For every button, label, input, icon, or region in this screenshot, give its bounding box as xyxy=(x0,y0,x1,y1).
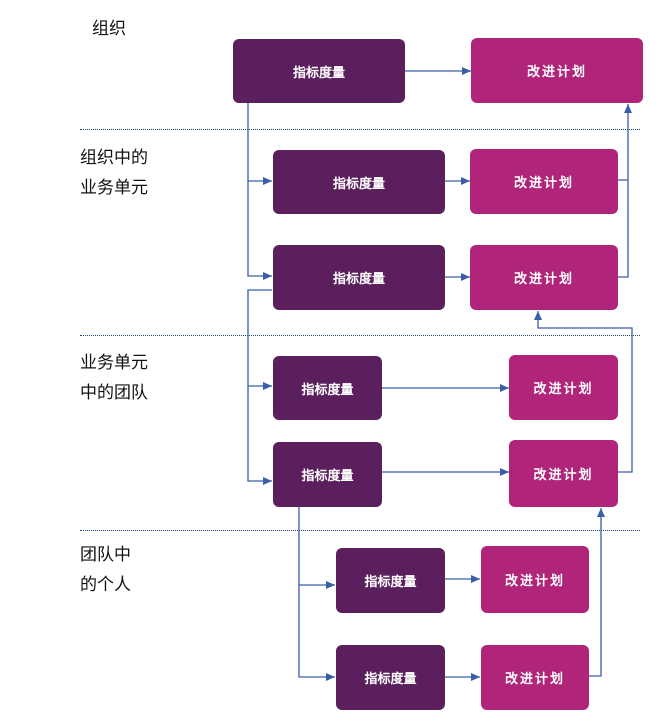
team-improve-box-1: 改进计划 xyxy=(509,355,618,420)
level-label-org: 组织 xyxy=(92,19,126,39)
org-metric-box: 指标度量 xyxy=(233,39,405,103)
divider-3 xyxy=(80,530,640,531)
org-improve-box: 改进计划 xyxy=(471,38,643,103)
arrow-bu-to-team-metric-2 xyxy=(247,386,272,485)
ind-improve-box-1: 改进计划 xyxy=(481,546,589,613)
arrow-team-improve-to-bu-improve xyxy=(534,311,633,473)
arrow-org-to-bu-metric-2 xyxy=(247,181,272,280)
level-label-team: 业务单元 中的团队 xyxy=(80,353,148,403)
arrow-ind-improve-to-team-improve xyxy=(589,508,605,677)
bu-metric-box-1: 指标度量 xyxy=(273,150,445,214)
divider-2 xyxy=(80,335,640,336)
team-metric-box-2: 指标度量 xyxy=(273,442,382,507)
bu-improve-box-1: 改进计划 xyxy=(470,149,618,214)
ind-metric-box-1: 指标度量 xyxy=(336,548,445,613)
team-metric-box-1: 指标度量 xyxy=(273,356,382,420)
arrow-org-to-bu-metric-1 xyxy=(247,103,272,185)
arrow-bu-improve-to-org-improve xyxy=(618,104,632,181)
bu-metric-box-2: 指标度量 xyxy=(273,245,445,310)
arrow-bu-to-team-metric-1 xyxy=(247,289,272,390)
ind-improve-box-2: 改进计划 xyxy=(481,645,589,710)
level-label-business-unit: 组织中的 业务单元 xyxy=(80,148,148,198)
team-improve-box-2: 改进计划 xyxy=(509,440,618,507)
ind-metric-box-2: 指标度量 xyxy=(336,645,445,710)
divider-1 xyxy=(80,129,640,130)
line-bu2-improve-up xyxy=(618,180,629,278)
bu-improve-box-2: 改进计划 xyxy=(470,245,618,310)
arrow-team-to-ind-metric-1 xyxy=(298,507,335,589)
arrow-team-to-ind-metric-2 xyxy=(298,585,335,681)
level-label-individual: 团队中 的个人 xyxy=(80,545,131,595)
